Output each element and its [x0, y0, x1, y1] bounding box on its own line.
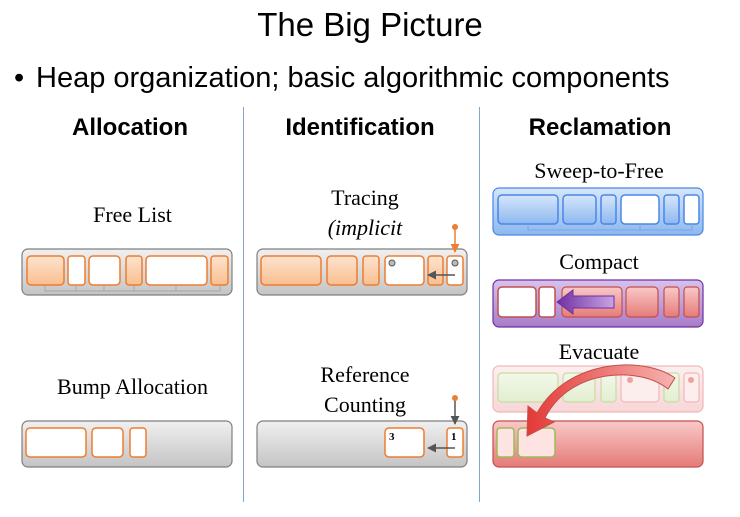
compact-label: Compact [559, 249, 639, 274]
free-list-label: Free List [93, 202, 172, 227]
sweep-to-free-heap [492, 187, 704, 236]
column-divider-left [243, 107, 244, 502]
reference-counting-label: Reference Counting [265, 360, 465, 420]
tracing-line2: (implicit [327, 215, 403, 240]
allocation-header: Allocation [71, 114, 188, 141]
sweep-label: Sweep-to-Free [534, 158, 664, 183]
refcount-line1: Reference [320, 362, 410, 387]
bullet-point: • Heap organization; basic algorithmic co… [14, 62, 670, 95]
bump-allocation-heap [21, 420, 233, 468]
refcount-3: 3 [389, 431, 395, 443]
tracing-heap [256, 224, 468, 296]
refcount-line2: Counting [324, 392, 406, 417]
evacuate-target-heap [492, 420, 704, 468]
reclamation-header: Reclamation [528, 114, 672, 141]
tracing-line1: Tracing [331, 185, 399, 210]
bump-allocation-label: Bump Allocation [57, 374, 208, 399]
refcount-1: 1 [451, 431, 457, 443]
identification-header: Identification [285, 114, 435, 141]
column-divider-right [479, 107, 480, 502]
evacuate-label: Evacuate [558, 339, 640, 364]
bullet-text: Heap organization; basic algorithmic com… [36, 62, 670, 94]
free-list-heap [21, 248, 233, 296]
reference-counting-heap: 3 1 [256, 395, 468, 468]
evacuate-arrow [526, 364, 676, 437]
compact-heap [492, 279, 704, 328]
tracing-label: Tracing (implicit [265, 183, 465, 243]
bullet-glyph: • [14, 62, 25, 94]
slide-title: The Big Picture [257, 6, 483, 43]
